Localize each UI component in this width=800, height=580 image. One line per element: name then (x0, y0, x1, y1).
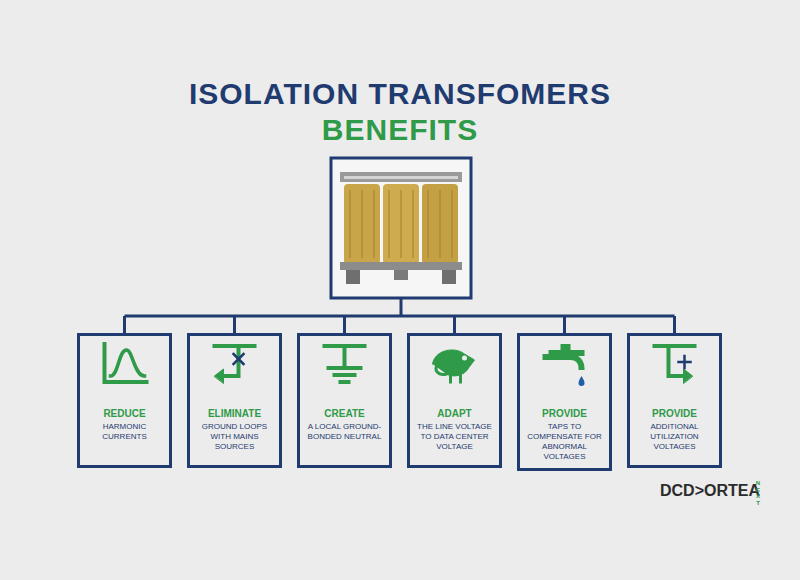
box-text: PROVIDE TAPS TO COMPENSATE FOR ABNORMAL V… (520, 336, 609, 468)
box-text: ELIMINATE GROUND LOOPS WITH MAINS SOURCES (190, 336, 279, 458)
box-text: CREATE A LOCAL GROUND-BONDED NEUTRAL (300, 336, 389, 448)
logo-suffix: NEXT (755, 480, 761, 506)
benefit-box: PROVIDE ADDITIONAL UTILIZATION VOLTAGES (627, 333, 722, 468)
benefit-heading: REDUCE (84, 408, 165, 420)
transformer-illustration (331, 158, 471, 298)
box-text: PROVIDE ADDITIONAL UTILIZATION VOLTAGES (630, 336, 719, 458)
chameleon-icon (433, 350, 475, 382)
box-text: REDUCE HARMONIC CURRENTS (80, 336, 169, 448)
faucet-icon (543, 344, 585, 386)
benefit-box: PROVIDE TAPS TO COMPENSATE FOR ABNORMAL V… (517, 333, 612, 471)
benefit-description: THE LINE VOLTAGE TO DATA CENTER VOLTAGE (414, 422, 495, 452)
ground-icon (325, 346, 365, 382)
benefit-description: ADDITIONAL UTILIZATION VOLTAGES (634, 422, 715, 452)
benefit-box: CREATE A LOCAL GROUND-BONDED NEUTRAL (297, 333, 392, 468)
benefit-heading: ELIMINATE (194, 408, 275, 420)
benefit-description: HARMONIC CURRENTS (84, 422, 165, 442)
ground-loop-icon (215, 346, 255, 383)
subtitle: BENEFITS (0, 112, 800, 148)
benefit-heading: PROVIDE (634, 408, 715, 420)
benefit-description: A LOCAL GROUND-BONDED NEUTRAL (304, 422, 385, 442)
harmonic-icon (105, 344, 147, 382)
benefit-box: ADAPT THE LINE VOLTAGE TO DATA CENTER VOL… (407, 333, 502, 468)
utilization-icon (655, 346, 695, 383)
box-text: ADAPT THE LINE VOLTAGE TO DATA CENTER VOL… (410, 336, 499, 458)
benefit-heading: PROVIDE (524, 408, 605, 420)
benefit-description: GROUND LOOPS WITH MAINS SOURCES (194, 422, 275, 452)
benefit-box: ELIMINATE GROUND LOOPS WITH MAINS SOURCES (187, 333, 282, 468)
benefit-description: TAPS TO COMPENSATE FOR ABNORMAL VOLTAGES (524, 422, 605, 462)
diagram-title: ISOLATION TRANSFOMERS (0, 76, 800, 112)
benefit-heading: ADAPT (414, 408, 495, 420)
tree-lines (125, 299, 675, 333)
benefit-heading: CREATE (304, 408, 385, 420)
benefit-box: REDUCE HARMONIC CURRENTS (77, 333, 172, 468)
logo-text: DCD>ORTEA (660, 481, 752, 501)
benefit-icons (105, 344, 695, 386)
